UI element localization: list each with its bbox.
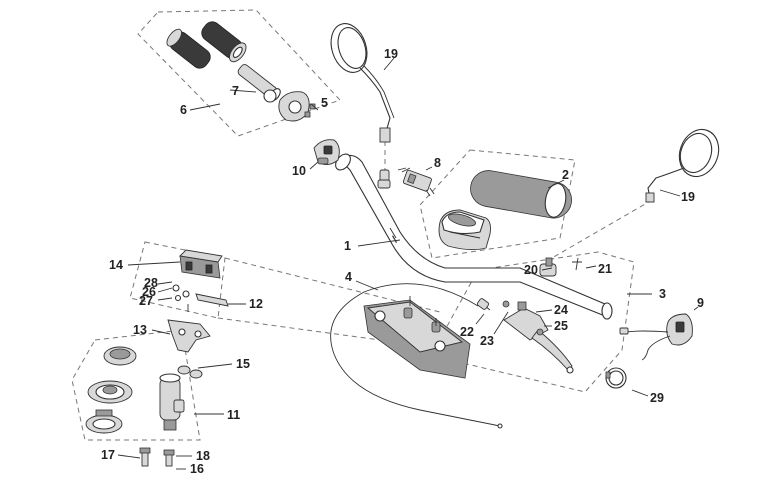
harness-connectors (377, 167, 435, 197)
callout-13: 13 (133, 323, 147, 337)
callout-19-left: 19 (384, 47, 398, 61)
callout-10: 10 (292, 164, 306, 178)
callout-15: 15 (236, 357, 250, 371)
callout-29: 29 (650, 391, 664, 405)
right-switch-cube (619, 313, 693, 361)
callout-21: 21 (598, 262, 612, 276)
callout-25: 25 (554, 319, 568, 333)
riser-small-hardware (172, 284, 229, 312)
callout-16: 16 (190, 462, 204, 476)
callout-28: 28 (144, 276, 158, 290)
mirror-guide-line (544, 199, 653, 263)
callout-22: 22 (460, 325, 474, 339)
callout-7: 7 (232, 84, 239, 98)
handlebar-grips (166, 21, 247, 69)
clutch-cable (330, 283, 503, 429)
callout-2: 2 (562, 168, 569, 182)
leader-lines (117, 57, 699, 470)
clamp-guide-line-b (217, 317, 381, 341)
handlebar-clamp (363, 296, 471, 379)
throttle-body (85, 346, 137, 434)
callout-26: 26 (142, 285, 156, 299)
callout-20: 20 (524, 263, 538, 277)
grip-group-outline (137, 9, 341, 137)
left-switch-cube (313, 139, 340, 165)
callout-11: 11 (227, 408, 240, 422)
right-mirror (645, 128, 720, 203)
handlebar: ▬▬ (335, 153, 613, 320)
throttle-cylinder (159, 373, 185, 431)
clutch-lever-perch (502, 257, 582, 374)
callout-12: 12 (249, 297, 263, 311)
speedometer-group-outline (419, 149, 576, 259)
left-mirror (330, 23, 395, 143)
callout-6: 6 (180, 103, 187, 117)
riser-bracket (167, 319, 211, 353)
callout-23: 23 (480, 334, 494, 348)
svg-text:▬▬: ▬▬ (391, 234, 399, 243)
callout-27: 27 (139, 294, 153, 308)
callout-24: 24 (554, 303, 568, 317)
throttle-sleeve (237, 64, 281, 103)
callout-8: 8 (434, 156, 441, 170)
cable-tie (605, 367, 627, 389)
callout-17: 17 (101, 448, 115, 462)
callout-19-right: 19 (681, 190, 695, 204)
callout-1: 1 (344, 239, 351, 253)
throttle-bolts (139, 447, 175, 467)
speedometer-rubber-tube (470, 170, 572, 219)
riser-top-clamp (179, 249, 223, 279)
callout-labels: 1 2 3 4 5 6 7 8 9 10 11 12 13 14 15 16 1… (101, 47, 704, 476)
riser-washers (177, 365, 203, 379)
callout-9: 9 (697, 296, 704, 310)
callout-18: 18 (196, 449, 210, 463)
callout-3: 3 (659, 287, 666, 301)
speedometer (438, 209, 491, 251)
callout-4: 4 (345, 270, 352, 284)
left-control-group-outline (444, 251, 635, 393)
callout-14: 14 (109, 258, 123, 272)
throttle-housing (278, 91, 316, 122)
throttle-group-outline (71, 329, 201, 441)
callout-5: 5 (321, 96, 328, 110)
